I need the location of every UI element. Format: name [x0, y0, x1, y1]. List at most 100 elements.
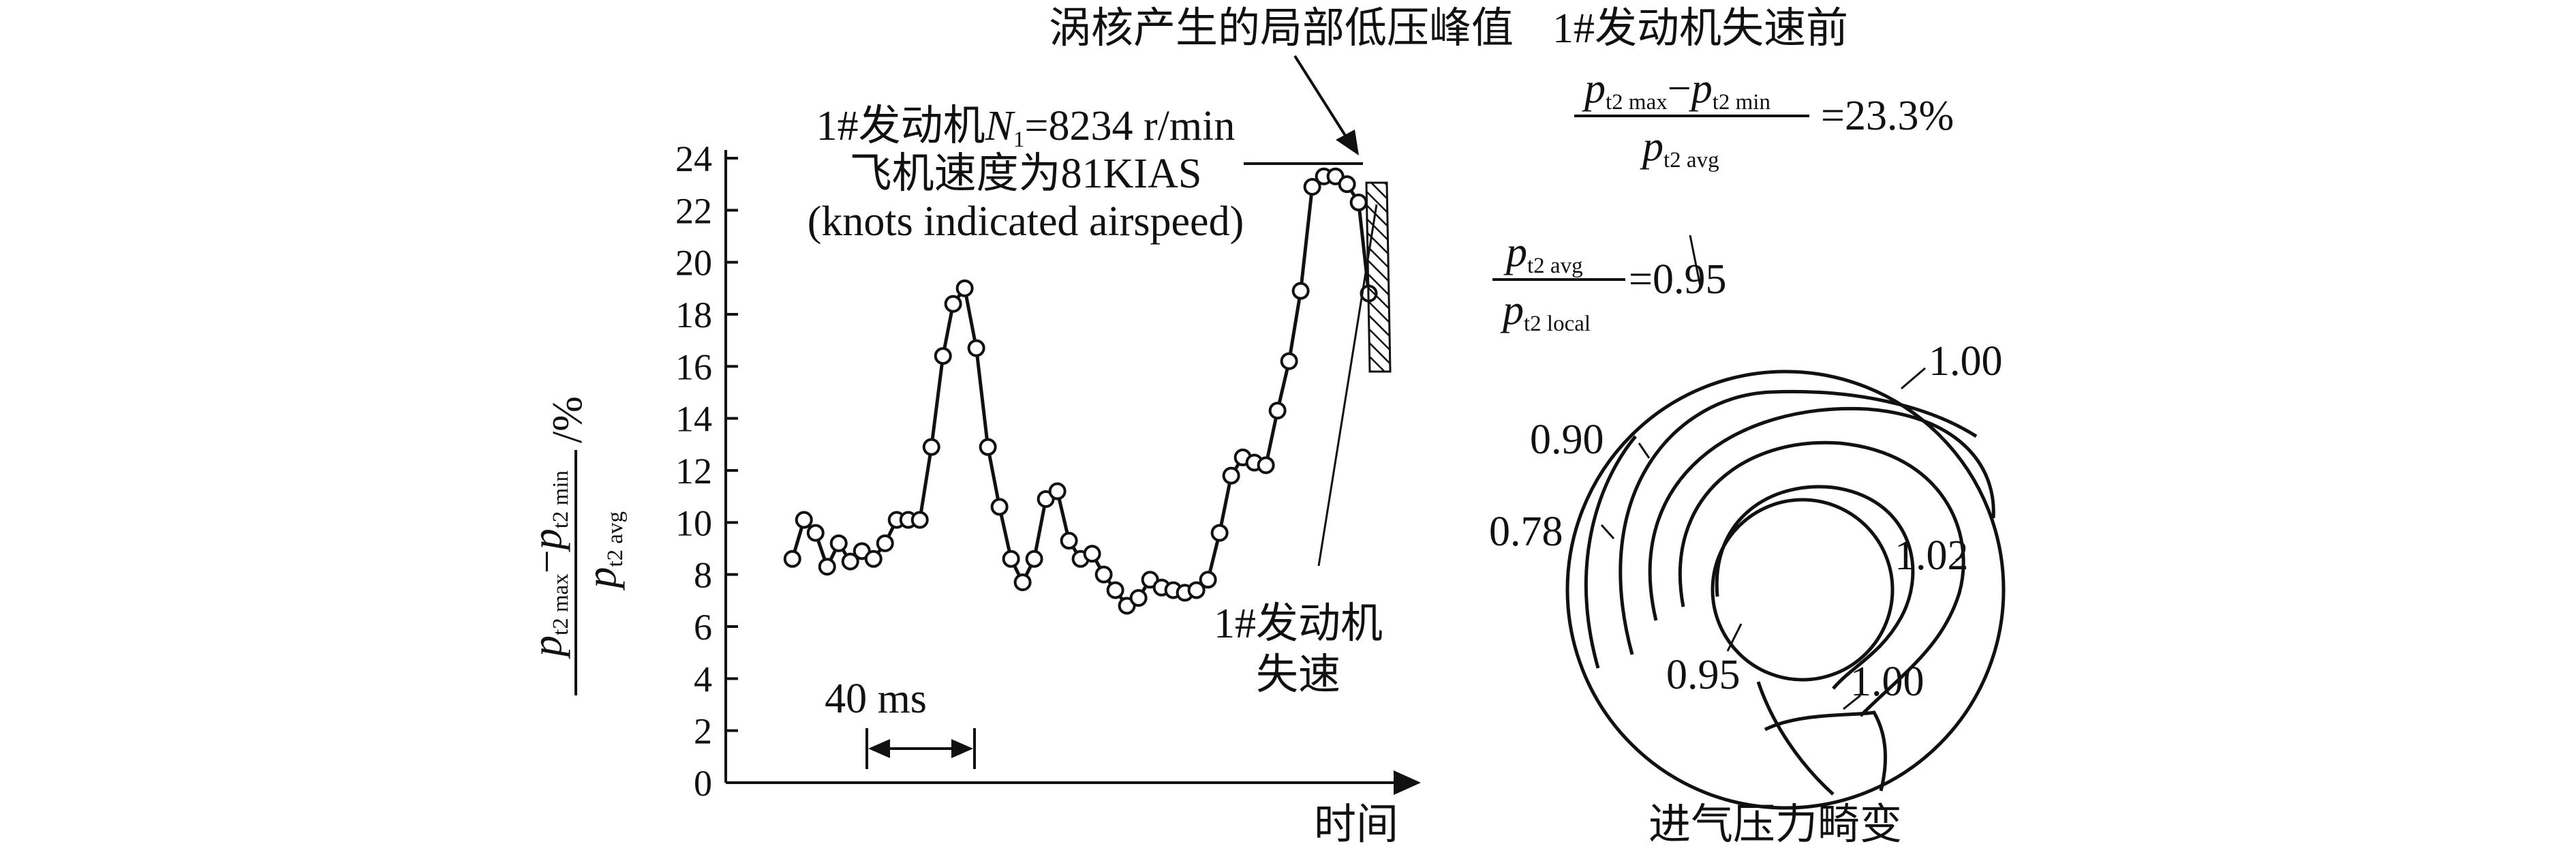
- y-minus: −: [524, 550, 570, 573]
- x-axis-label: 时间: [1314, 802, 1398, 848]
- data-point: [1083, 545, 1101, 563]
- data-point: [934, 347, 952, 365]
- y-tick-label: 10: [675, 502, 712, 543]
- data-point: [1013, 573, 1032, 592]
- svg-text:pt2 avg: pt2 avg: [1503, 229, 1583, 278]
- y-den: p: [579, 567, 625, 591]
- y-unit: /%: [545, 396, 591, 443]
- data-point: [1280, 352, 1298, 370]
- vortex-peak-label: 涡核产生的局部低压峰值: [1049, 5, 1514, 52]
- data-point: [990, 498, 1009, 516]
- y-den-sub: t2 avg: [603, 511, 628, 567]
- contour-label-3: 0.78: [1489, 509, 1563, 555]
- y-tick-label: 6: [694, 607, 712, 648]
- y-tick-label: 20: [675, 243, 712, 284]
- y-num-b: p: [524, 528, 570, 552]
- contour-inner-095: [1715, 485, 1915, 690]
- data-point: [795, 511, 813, 529]
- ratio1-value: =23.3%: [1821, 93, 1954, 139]
- condition-line2: 飞机速度为81KIAS: [850, 151, 1202, 197]
- ratio-avg-local: pt2 avg pt2 local =0.95: [1492, 229, 1726, 336]
- time-scale-label: 40 ms: [825, 676, 927, 722]
- contour-leaders: [1600, 235, 1963, 710]
- contour-100-upper: [1648, 406, 1995, 621]
- data-point: [1025, 550, 1043, 568]
- data-point: [1257, 456, 1275, 475]
- distortion-caption: 进气压力畸变: [1649, 802, 1902, 848]
- x-axis-arrow: [1394, 770, 1421, 795]
- condition-line1: 1#发动机N1=8234 r/min: [816, 103, 1236, 152]
- contour-078: [1584, 435, 1637, 669]
- y-tick-label: 18: [675, 295, 712, 335]
- distortion-title: 1#发动机失速前: [1552, 5, 1848, 52]
- data-point: [806, 524, 825, 542]
- svg-text:pt2 local: pt2 local: [1500, 287, 1591, 336]
- y-tick-label: 22: [675, 190, 712, 231]
- ratio2-value: =0.95: [1629, 256, 1726, 303]
- contour-label-2: 0.90: [1530, 417, 1604, 463]
- contour-label-5: 0.95: [1666, 652, 1741, 698]
- y-tick-label: 4: [694, 659, 712, 700]
- data-point: [841, 552, 859, 571]
- contour-label-4: 1.02: [1895, 532, 1969, 579]
- data-point: [979, 438, 997, 456]
- contour-100-lower: [1764, 710, 1888, 792]
- data-point: [818, 558, 836, 576]
- condition-line3: (knots indicated airspeed): [808, 198, 1244, 245]
- data-point: [1060, 532, 1078, 550]
- svg-text:pt2 avg: pt2 avg: [1640, 123, 1719, 172]
- contour-lower-stem: [1756, 681, 1835, 796]
- data-point: [1106, 581, 1124, 599]
- data-point: [1222, 466, 1240, 485]
- contour-hub: [1711, 498, 1895, 682]
- y-tick-label: 12: [675, 451, 712, 492]
- distortion-contour-map: [1565, 370, 2006, 810]
- data-point: [1129, 589, 1148, 607]
- stall-label-line1: 1#发动机: [1214, 601, 1383, 647]
- y-tick-label: 16: [675, 346, 712, 387]
- data-point: [1268, 402, 1287, 420]
- time-scale-arrow-left: [868, 739, 890, 758]
- y-tick-label: 14: [675, 399, 712, 440]
- data-point: [1048, 482, 1067, 500]
- data-point: [1349, 193, 1368, 211]
- data-point: [967, 339, 985, 357]
- svg-text:pt2 max−pt2 min: pt2 max−pt2 min: [524, 470, 573, 659]
- data-point: [783, 550, 801, 568]
- y-tick-label: 8: [694, 555, 712, 596]
- contour-090: [1619, 389, 1978, 655]
- contour-mid-loop: [1678, 440, 1965, 717]
- data-point: [1199, 571, 1217, 589]
- y-num-a-sub: t2 max: [549, 573, 573, 635]
- data-point: [1187, 581, 1206, 599]
- data-point: [1291, 282, 1310, 300]
- contour-outer-ring: [1565, 370, 2006, 810]
- stall-hatch-region: [1365, 181, 1392, 373]
- stall-label-line2: 失速: [1256, 652, 1340, 698]
- y-tick-label: 2: [694, 711, 712, 752]
- data-point: [829, 534, 848, 552]
- data-point: [955, 279, 974, 297]
- y-axis-label: pt2 max−pt2 min pt2 avg /%: [524, 396, 628, 695]
- data-point: [1338, 175, 1356, 194]
- data-point: [864, 550, 883, 568]
- time-scale-arrow-right: [951, 739, 973, 758]
- data-point: [910, 511, 929, 529]
- vortex-peak-arrowhead: [1336, 130, 1359, 155]
- svg-text:pt2 avg: pt2 avg: [579, 511, 628, 591]
- vortex-peak-arrow-line: [1293, 55, 1349, 141]
- data-point: [876, 534, 894, 552]
- series-group: [783, 167, 1378, 615]
- data-point: [944, 295, 962, 313]
- y-tick-label: 0: [694, 763, 712, 804]
- y-num-a: p: [524, 635, 570, 659]
- data-point: [1094, 565, 1113, 584]
- y-num-b-sub: t2 min: [549, 470, 573, 528]
- stall-pointer-line: [1317, 204, 1378, 567]
- data-point: [922, 438, 940, 456]
- y-tick-label: 24: [675, 138, 712, 179]
- contour-label-6: 1.00: [1850, 659, 1925, 705]
